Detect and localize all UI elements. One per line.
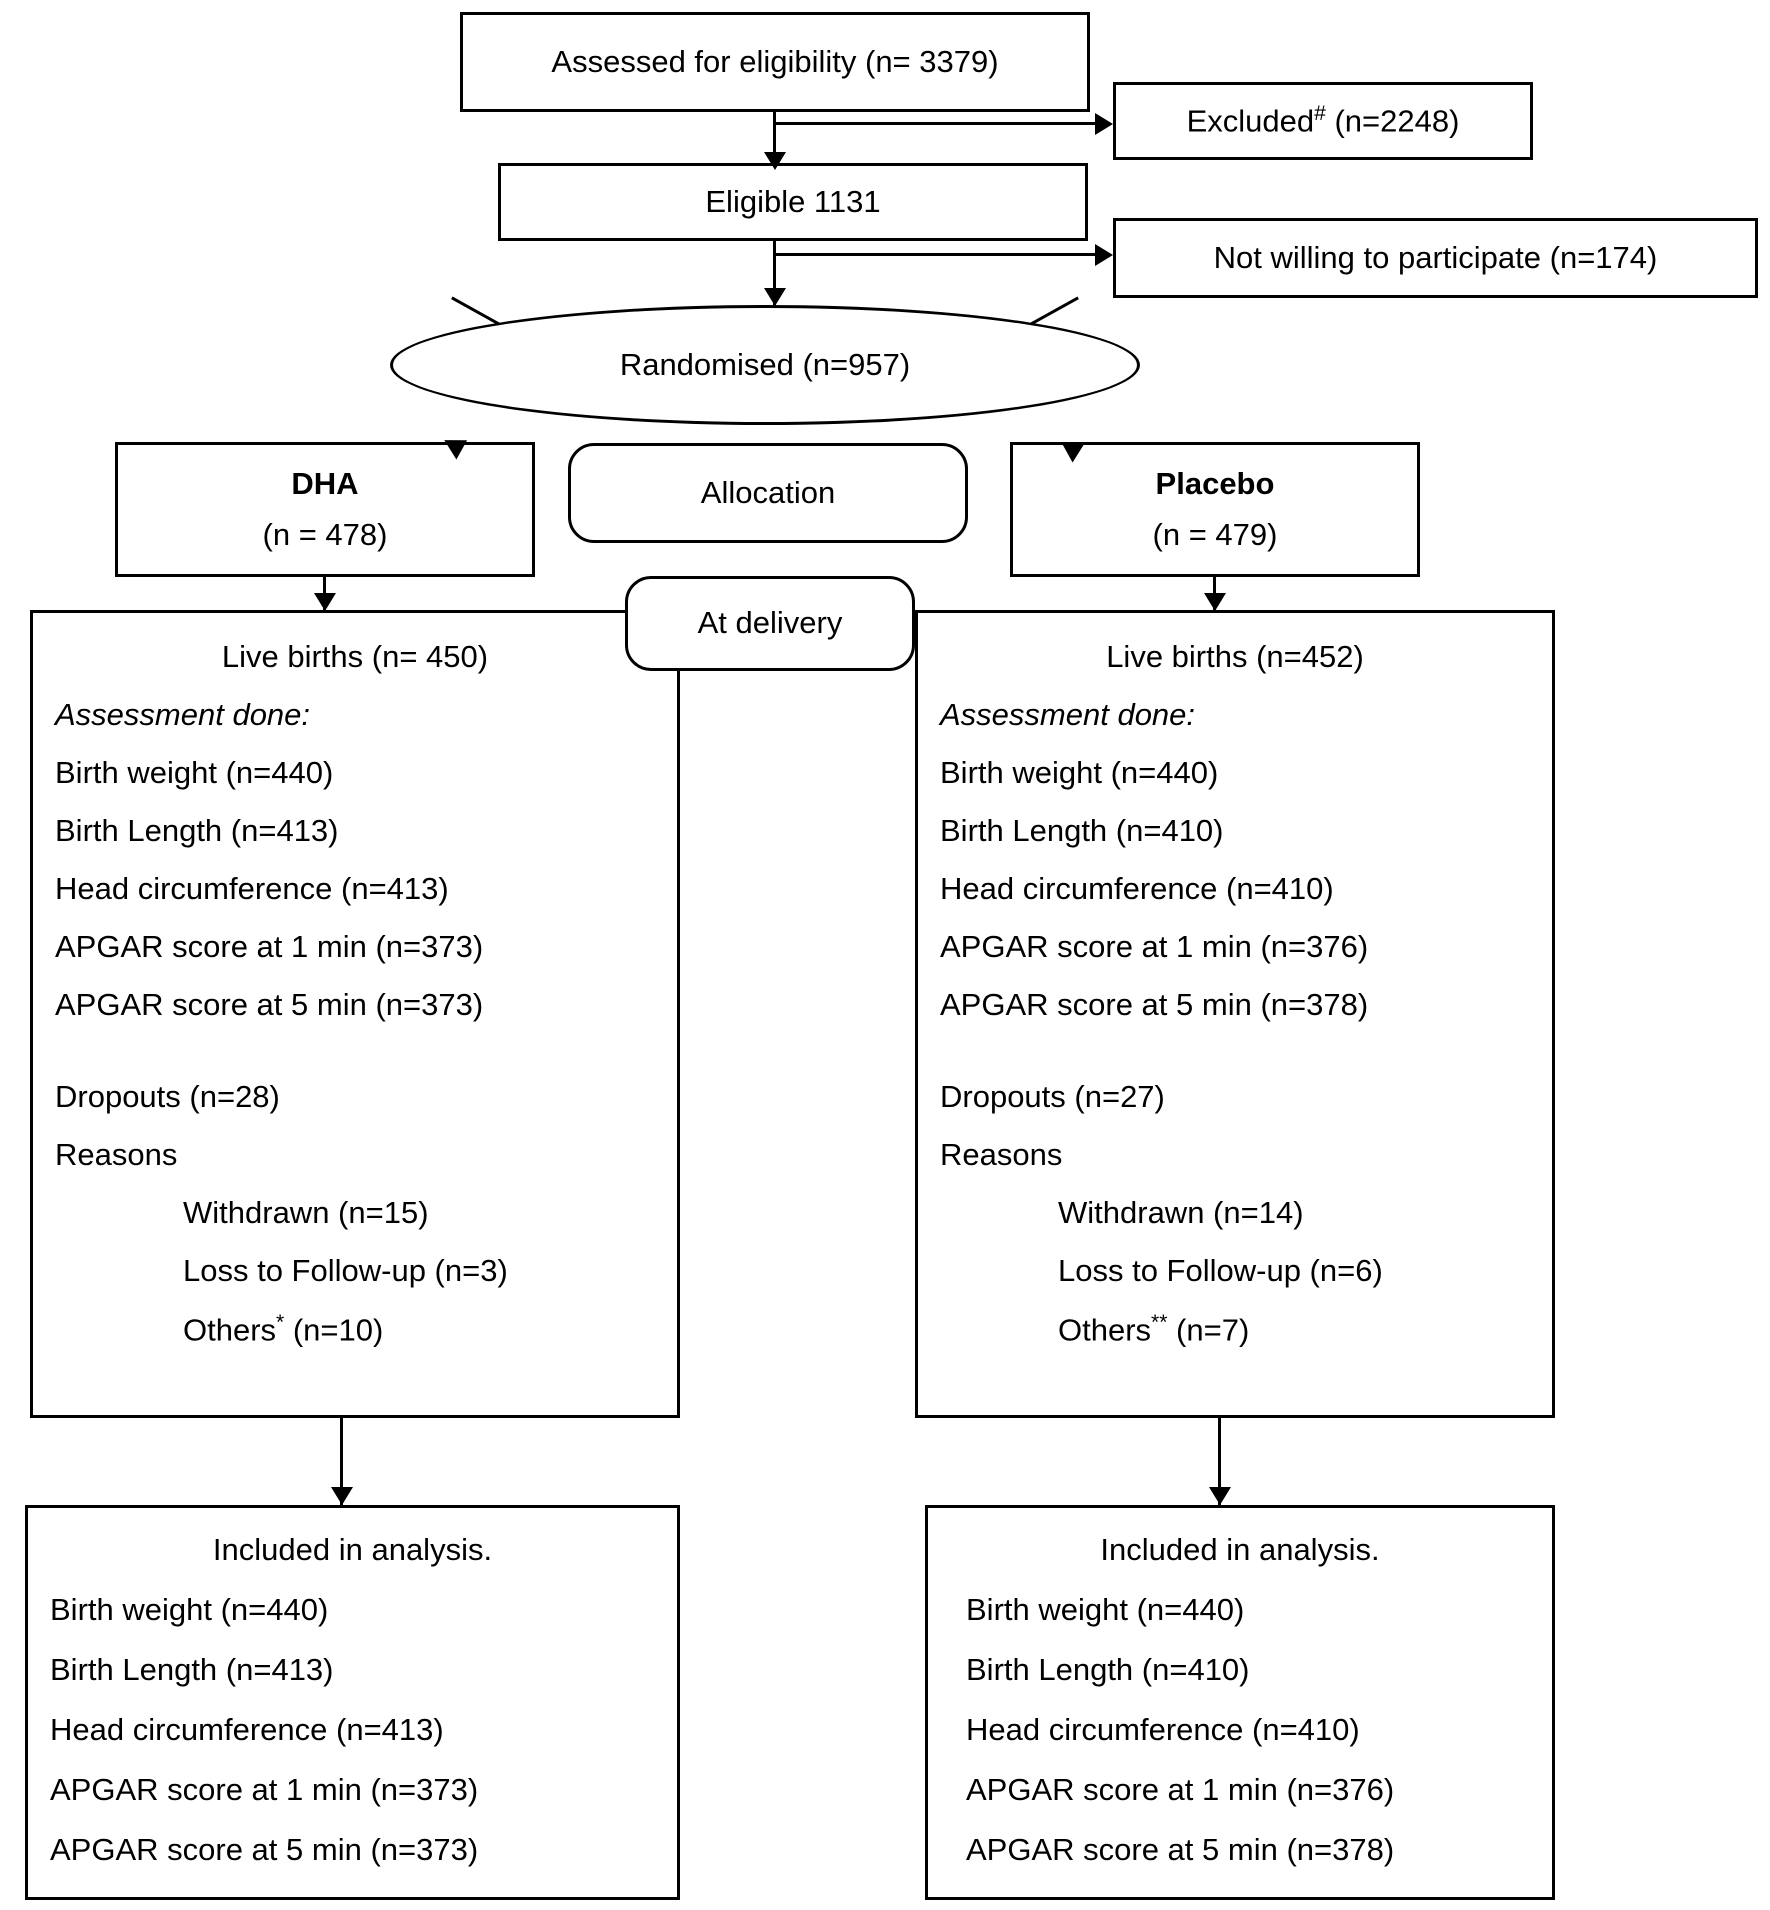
placebo-assessment-item: Birth Length (n=410) <box>940 813 1224 848</box>
connector-dha-panel-to-analysis <box>340 1418 343 1506</box>
connector-eligible-to-randomised <box>773 241 776 306</box>
dha-reason-item: Loss to Follow-up (n=3) <box>183 1253 508 1288</box>
placebo-count: (n = 479) <box>1152 516 1278 552</box>
placebo-panel-content: Live births (n=452) Assessment done: Bir… <box>918 639 1552 1348</box>
panel-dha-at-delivery: Live births (n= 450) Assessment done: Bi… <box>30 610 680 1418</box>
dha-assessment-item: Birth Length (n=413) <box>55 813 339 848</box>
placebo-analysis-item: Head circumference (n=410) <box>966 1712 1360 1747</box>
arrowhead-dha-panel <box>314 593 336 611</box>
arrowhead-placebo-panel <box>1204 593 1226 611</box>
dha-others-superscript: * <box>276 1311 285 1334</box>
dha-analysis-item: Birth weight (n=440) <box>50 1592 329 1627</box>
excluded-label: Excluded# (n=2248) <box>1186 101 1460 139</box>
dha-count: (n = 478) <box>262 516 388 552</box>
node-placebo-allocation: Placebo (n = 479) <box>1010 442 1420 577</box>
assessed-label: Assessed for eligibility (n= 3379) <box>551 43 999 79</box>
dha-assessment-item: APGAR score at 5 min (n=373) <box>55 987 484 1022</box>
dha-analysis-item: APGAR score at 5 min (n=373) <box>50 1832 479 1867</box>
dha-analysis-item: Birth Length (n=413) <box>50 1652 334 1687</box>
eligible-label: Eligible 1131 <box>705 183 881 219</box>
not-willing-label: Not willing to participate (n=174) <box>1213 239 1658 275</box>
placebo-dropouts: Dropouts (n=27) <box>940 1079 1165 1114</box>
dha-panel-spacer <box>33 1023 677 1079</box>
dha-assessment-item: Head circumference (n=413) <box>55 871 449 906</box>
node-not-willing-to-participate: Not willing to participate (n=174) <box>1113 218 1758 298</box>
panel-placebo-included-in-analysis: Included in analysis. Birth weight (n=44… <box>925 1505 1555 1900</box>
node-eligible: Eligible 1131 <box>498 163 1088 241</box>
label-at-delivery: At delivery <box>625 576 915 671</box>
placebo-reasons-heading: Reasons <box>940 1137 1063 1172</box>
placebo-assessment-item: Head circumference (n=410) <box>940 871 1334 906</box>
panel-dha-included-in-analysis: Included in analysis. Birth weight (n=44… <box>25 1505 680 1900</box>
placebo-others-superscript: ** <box>1151 1311 1168 1334</box>
placebo-live-births: Live births (n=452) <box>1106 639 1364 674</box>
placebo-reason-item: Loss to Follow-up (n=6) <box>1058 1253 1383 1288</box>
dha-analysis-item: APGAR score at 1 min (n=373) <box>50 1772 479 1807</box>
dha-assessment-item: Birth weight (n=440) <box>55 755 334 790</box>
dha-others: Others* (n=10) <box>183 1311 384 1348</box>
dha-live-births: Live births (n= 450) <box>221 639 489 674</box>
dha-reason-item: Withdrawn (n=15) <box>183 1195 429 1230</box>
panel-placebo-at-delivery: Live births (n=452) Assessment done: Bir… <box>915 610 1555 1418</box>
placebo-assessment-item: APGAR score at 1 min (n=376) <box>940 929 1369 964</box>
at-delivery-label: At delivery <box>697 605 843 641</box>
placebo-reason-item: Withdrawn (n=14) <box>1058 1195 1304 1230</box>
arrowhead-not-willing <box>1095 244 1113 266</box>
placebo-analysis-heading: Included in analysis. <box>1100 1532 1380 1567</box>
dha-dropouts: Dropouts (n=28) <box>55 1079 280 1114</box>
dha-reasons-heading: Reasons <box>55 1137 178 1172</box>
connector-assessed-to-excluded <box>773 122 1109 125</box>
label-allocation: Allocation <box>568 443 968 543</box>
placebo-panel-spacer <box>918 1023 1552 1079</box>
placebo-analysis-item: APGAR score at 1 min (n=376) <box>966 1772 1395 1807</box>
placebo-assessment-item: APGAR score at 5 min (n=378) <box>940 987 1369 1022</box>
placebo-analysis-item: APGAR score at 5 min (n=378) <box>966 1832 1395 1867</box>
allocation-label: Allocation <box>700 474 836 510</box>
dha-panel-content: Live births (n= 450) Assessment done: Bi… <box>33 639 677 1348</box>
dha-assessment-heading: Assessment done: <box>55 697 311 732</box>
dha-assessment-item: APGAR score at 1 min (n=373) <box>55 929 484 964</box>
arrowhead-excluded <box>1095 113 1113 135</box>
node-randomised: Randomised (n=957) <box>390 305 1140 425</box>
connector-placebo-panel-to-analysis <box>1218 1418 1221 1506</box>
dha-analysis-item: Head circumference (n=413) <box>50 1712 444 1747</box>
randomised-label: Randomised (n=957) <box>619 347 911 382</box>
arrowhead-assessed-to-eligible <box>764 152 786 170</box>
arrowhead-randomised <box>764 288 786 306</box>
dha-analysis-content: Included in analysis. Birth weight (n=44… <box>28 1532 677 1868</box>
dha-title: DHA <box>291 465 359 501</box>
arrowhead-dha-analysis <box>331 1487 353 1505</box>
placebo-others: Others** (n=7) <box>1058 1311 1250 1348</box>
placebo-assessment-heading: Assessment done: <box>940 697 1196 732</box>
placebo-title: Placebo <box>1155 465 1275 501</box>
arrowhead-placebo-analysis <box>1209 1487 1231 1505</box>
placebo-analysis-item: Birth weight (n=440) <box>966 1592 1245 1627</box>
placebo-analysis-content: Included in analysis. Birth weight (n=44… <box>928 1532 1552 1868</box>
excluded-superscript: # <box>1314 101 1326 125</box>
dha-analysis-heading: Included in analysis. <box>212 1532 493 1567</box>
node-excluded: Excluded# (n=2248) <box>1113 82 1533 160</box>
connector-eligible-to-not-willing <box>773 253 1109 256</box>
placebo-analysis-item: Birth Length (n=410) <box>966 1652 1250 1687</box>
node-assessed-for-eligibility: Assessed for eligibility (n= 3379) <box>460 12 1090 112</box>
node-dha-allocation: DHA (n = 478) <box>115 442 535 577</box>
connector-assessed-to-eligible <box>773 112 776 160</box>
placebo-assessment-item: Birth weight (n=440) <box>940 755 1219 790</box>
